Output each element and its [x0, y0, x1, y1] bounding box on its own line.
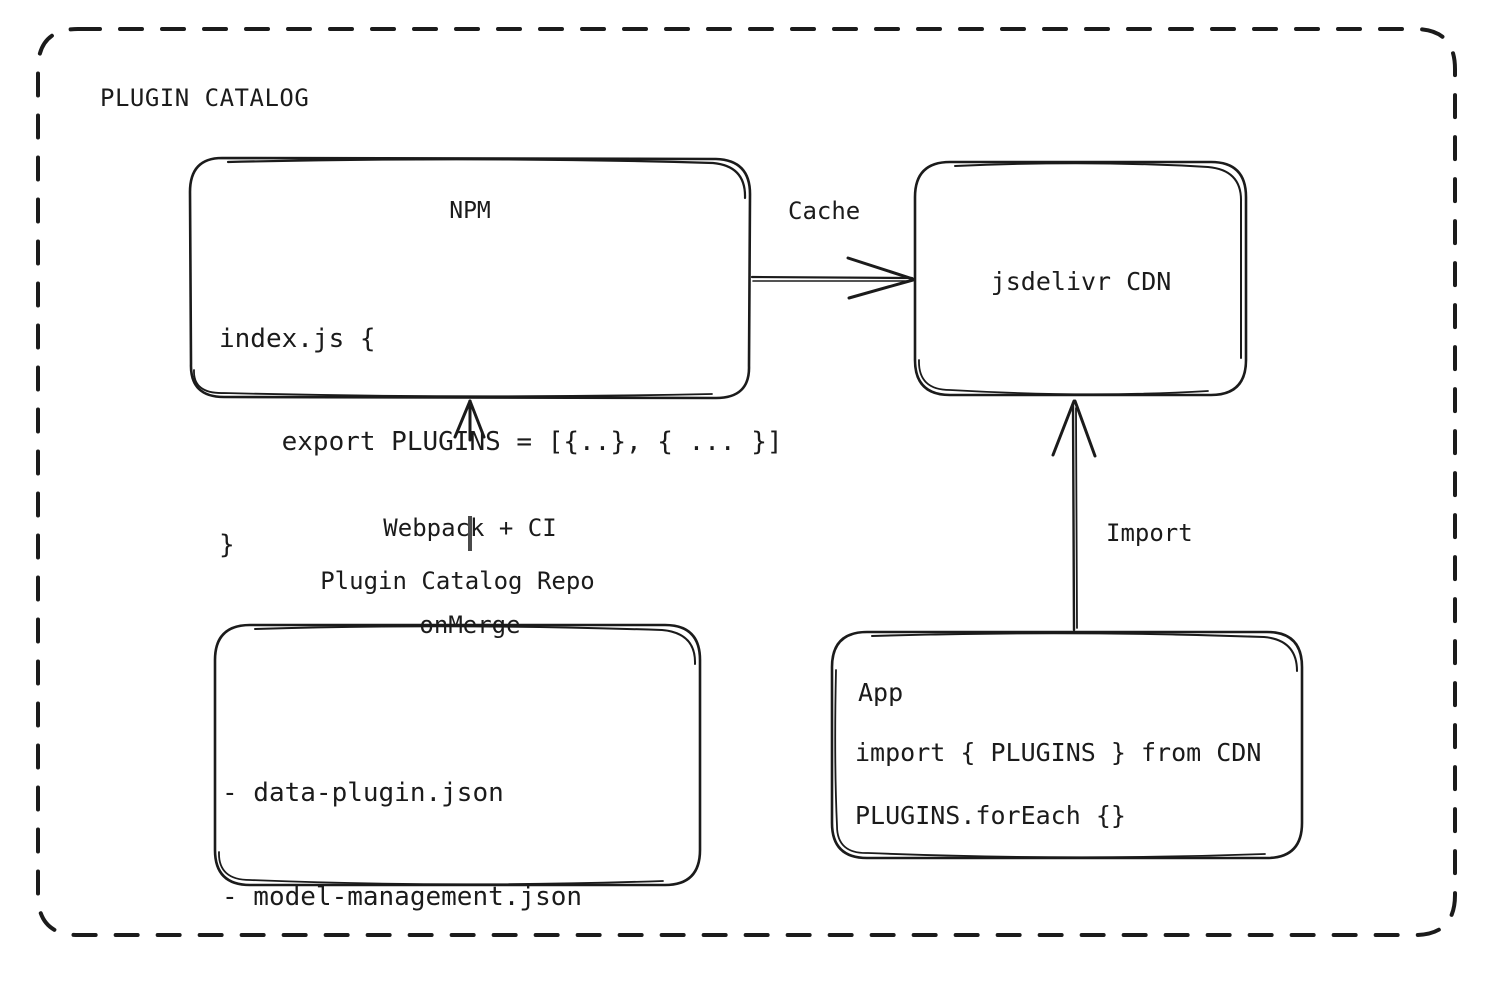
repo-file-line-3: ...	[222, 985, 285, 1002]
import-edge-label: Import	[1106, 519, 1193, 547]
group-boundary-dashed-rect	[36, 27, 1457, 937]
repo-node-caption: Plugin Catalog Repo	[320, 567, 595, 595]
npm-box-outline	[188, 156, 752, 400]
app-code-line-1: import { PLUGINS } from CDN	[855, 738, 1262, 767]
webpack-ci-label-line-2: onMerge	[419, 610, 521, 639]
npm-node-title: NPM	[449, 198, 491, 224]
app-code-line-2: PLUGINS.forEach {}	[855, 801, 1126, 830]
cache-edge-label: Cache	[788, 197, 861, 225]
npm-node-code: index.js { export PLUGINS = [{..}, { ...…	[219, 253, 783, 630]
repo-file-line-2: - model-management.json	[222, 881, 583, 912]
cache-arrow	[750, 256, 915, 300]
cdn-node-title: jsdelivr CDN	[990, 267, 1172, 296]
npm-code-line-1: index.js {	[219, 323, 376, 354]
npm-code-line-3: }	[219, 529, 235, 560]
webpack-ci-label-line-1: Webpack + CI	[383, 513, 557, 542]
app-node-title: App	[858, 678, 904, 707]
cdn-box-outline	[913, 160, 1248, 397]
npm-code-line-2: export PLUGINS = [{..}, { ... }]	[219, 426, 783, 457]
webpack-ci-arrow	[453, 399, 486, 551]
group-title: PLUGIN CATALOG	[100, 84, 310, 112]
webpack-ci-edge-label: Webpack + CI onMerge	[330, 447, 610, 706]
import-arrow	[1051, 399, 1097, 632]
repo-file-line-1: - data-plugin.json	[222, 778, 504, 809]
app-box-outline	[830, 630, 1304, 860]
repo-box-outline	[213, 623, 702, 887]
repo-file-list: - data-plugin.json - model-management.js…	[222, 707, 582, 1002]
